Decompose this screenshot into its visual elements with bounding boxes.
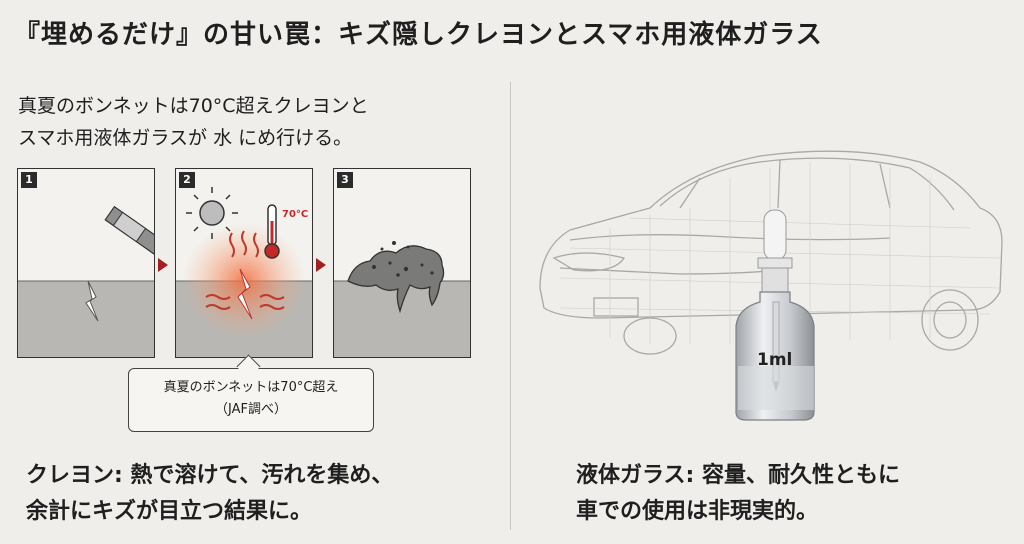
temperature-label: 70°C	[282, 209, 309, 220]
arrow-icon	[316, 258, 326, 272]
glass-caption-line-1: 液体ガラス: 容量、耐久性ともに	[576, 463, 901, 488]
intro-text: 真夏のボンネットは70°C超えクレヨンと スマホ用液体ガラスが 水 にめ行ける。	[18, 90, 369, 154]
page-title: 『埋めるだけ』の甘い罠：キズ隠しクレヨンとスマホ用液体ガラス	[14, 20, 823, 50]
callout-line-1: 真夏のボンネットは70°C超え	[163, 380, 339, 395]
jaf-callout: 真夏のボンネットは70°C超え （JAF調べ）	[128, 368, 374, 432]
crayon-caption: クレヨン: 熱で溶けて、汚れを集め、 余計にキズが目立つ結果に。	[26, 458, 393, 530]
step-3-number: 3	[337, 172, 353, 188]
intro-line-2: スマホ用液体ガラスが 水 にめ行ける。	[18, 127, 353, 149]
thermometer-icon	[264, 204, 280, 259]
step-1-panel: 1	[17, 168, 155, 358]
dirty-crayon-illustration	[334, 241, 470, 357]
step-2-panel: 2 70°C	[175, 168, 313, 358]
crayon-caption-line-2: 余計にキズが目立つ結果に。	[26, 499, 313, 524]
step-1-number: 1	[21, 172, 37, 188]
dropper-bottle-icon	[735, 209, 815, 421]
callout-line-2: （JAF調べ）	[215, 402, 287, 417]
step-2-number: 2	[179, 172, 195, 188]
crayon-caption-line-1: クレヨン: 熱で溶けて、汚れを集め、	[26, 463, 394, 488]
arrow-icon	[158, 258, 168, 272]
heat-melt-illustration	[176, 187, 312, 357]
step-3-panel: 3	[333, 168, 471, 358]
glass-caption: 液体ガラス: 容量、耐久性ともに 車での使用は非現実的。	[576, 458, 900, 530]
crayon-apply-illustration	[18, 205, 154, 357]
bottle-volume-label: 1ml	[757, 350, 793, 370]
center-divider	[510, 82, 511, 530]
intro-line-1: 真夏のボンネットは70°C超えクレヨンと	[18, 95, 369, 117]
sun-icon	[186, 187, 238, 239]
glass-caption-line-2: 車での使用は非現実的。	[576, 499, 819, 524]
